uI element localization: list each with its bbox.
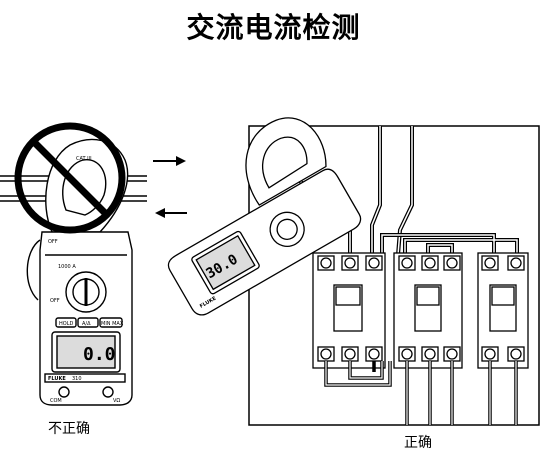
page-title: 交流电流检测 [186,11,361,44]
arrow-left-icon [155,208,187,218]
clamp-meter-right: 30.0 FLUKE [167,117,362,316]
prohibit-sign-icon [14,122,126,234]
incorrect-example: CAT III OFF 1000 A OFF HOLD A/Δ MIN MAX … [0,122,187,406]
arrow-right-icon [153,156,186,166]
mode-button-label: A/Δ [82,321,91,327]
circuit-breakers [312,252,529,369]
brand-label: FLUKE [48,376,66,382]
correct-example: 30.0 FLUKE [167,117,540,426]
model-label: 310 [72,376,82,382]
clamp-meter-left [26,138,133,406]
com-terminal-label: COM [50,398,62,404]
minmax-button-label: MIN MAX [101,321,124,327]
incorrect-caption: 不正确 [48,421,90,437]
hold-button-label: HOLD [59,321,73,327]
range-label: 1000 A [58,264,76,270]
lcd-reading: 0.0 [83,344,116,365]
v-terminal-label: VΩ [113,398,120,404]
cat-label: CAT III [76,156,92,162]
off-label: OFF [50,298,60,304]
off-label: OFF [48,239,58,245]
meter-left-labels: CAT III OFF 1000 A OFF HOLD A/Δ MIN MAX … [48,156,124,404]
correct-caption: 正确 [404,435,432,451]
